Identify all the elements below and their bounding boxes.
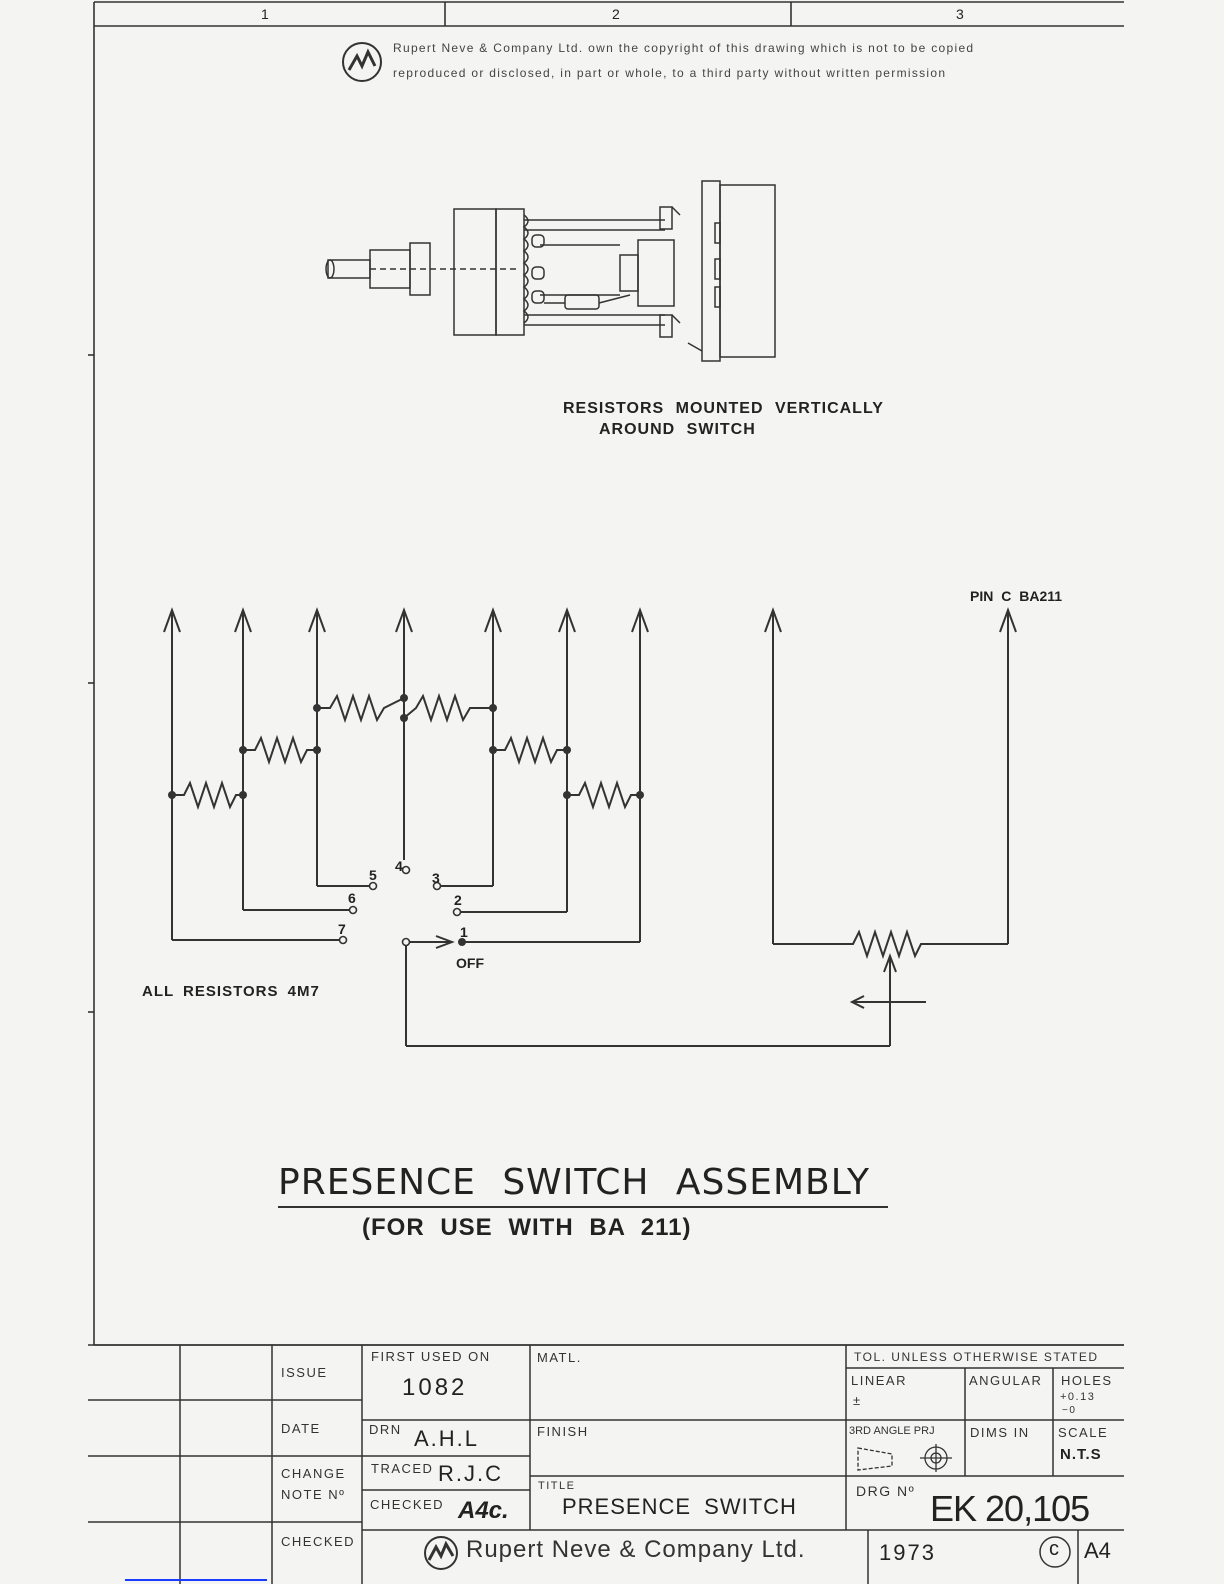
holes-minus-tolerance: −0 — [1062, 1405, 1077, 1416]
dims-label: DIMS IN — [970, 1425, 1030, 1440]
change-note-label-2: NOTE Nº — [281, 1487, 346, 1502]
company-logo-icon — [342, 42, 382, 82]
drawing-subtitle: (FOR USE WITH BA 211) — [362, 1214, 692, 1241]
switch-position-7: 7 — [338, 921, 346, 937]
title-value: PRESENCE SWITCH — [562, 1494, 797, 1519]
material-label: MATL. — [537, 1350, 582, 1365]
checked-by-value: A4c. — [458, 1497, 509, 1524]
title-label: TITLE — [538, 1480, 576, 1492]
pin-c-label: PIN C BA211 — [970, 588, 1063, 604]
off-label: OFF — [456, 955, 484, 971]
linear-value: ± — [853, 1393, 862, 1408]
resistor-value-note: ALL RESISTORS 4M7 — [142, 983, 320, 1000]
copyright-circle-icon — [1039, 1536, 1071, 1568]
switch-position-1: 1 — [460, 924, 468, 940]
sheet-size: A4 — [1084, 1538, 1111, 1563]
drawn-value: A.H.L — [414, 1426, 480, 1451]
scale-label: SCALE — [1058, 1425, 1109, 1440]
copyright-line-1: Rupert Neve & Company Ltd. own the copyr… — [393, 41, 975, 55]
zone-label-2: 2 — [612, 6, 620, 22]
projection-label: 3RD ANGLE PRJ — [849, 1425, 935, 1437]
traced-value: R.J.C — [438, 1461, 503, 1486]
copyright-line-2: reproduced or disclosed, in part or whol… — [393, 66, 947, 80]
date-label: DATE — [281, 1421, 321, 1436]
switch-position-2: 2 — [454, 892, 462, 908]
first-used-value: 1082 — [402, 1374, 468, 1401]
drawing-title: PRESENCE SWITCH ASSEMBLY — [278, 1162, 871, 1203]
company-logo-small-icon — [424, 1536, 458, 1570]
switch-position-5: 5 — [369, 867, 377, 883]
traced-label: TRACED — [371, 1461, 434, 1476]
scale-value: N.T.S — [1060, 1446, 1102, 1463]
holes-plus-tolerance: +0.13 — [1060, 1391, 1096, 1403]
drawing-number-label: DRG Nº — [856, 1483, 916, 1499]
third-angle-projection-icon — [857, 1444, 952, 1472]
switch-position-6: 6 — [348, 890, 356, 906]
assembly-note-line-1: RESISTORS MOUNTED VERTICALLY — [563, 400, 884, 417]
switch-position-4: 4 — [395, 858, 403, 874]
issue-label: ISSUE — [281, 1365, 328, 1380]
switch-position-3: 3 — [432, 870, 440, 886]
first-used-label: FIRST USED ON — [371, 1349, 491, 1364]
holes-label: HOLES — [1061, 1373, 1113, 1388]
company-name: Rupert Neve & Company Ltd. — [466, 1536, 806, 1563]
finish-label: FINISH — [537, 1424, 589, 1439]
checked-label: CHECKED — [281, 1534, 356, 1549]
angular-label: ANGULAR — [969, 1373, 1043, 1388]
bottom-left-link-underline — [125, 1579, 267, 1581]
switch-assembly-drawing — [325, 180, 776, 362]
linear-label: LINEAR — [851, 1373, 907, 1388]
drawn-label: DRN — [369, 1422, 402, 1437]
zone-label-3: 3 — [956, 6, 964, 22]
zone-label-1: 1 — [261, 6, 269, 22]
drawing-number-value: EK 20,105 — [930, 1488, 1090, 1529]
tolerance-label: TOL. UNLESS OTHERWISE STATED — [854, 1350, 1099, 1364]
title-underline — [278, 1206, 888, 1208]
year-value: 1973 — [879, 1540, 936, 1565]
presence-switch-schematic — [163, 607, 1017, 1047]
copyright-mark: c — [1049, 1538, 1059, 1560]
assembly-note-line-2: AROUND SWITCH — [599, 421, 756, 438]
checked-by-label: CHECKED — [370, 1497, 445, 1512]
change-note-label-1: CHANGE — [281, 1466, 346, 1481]
